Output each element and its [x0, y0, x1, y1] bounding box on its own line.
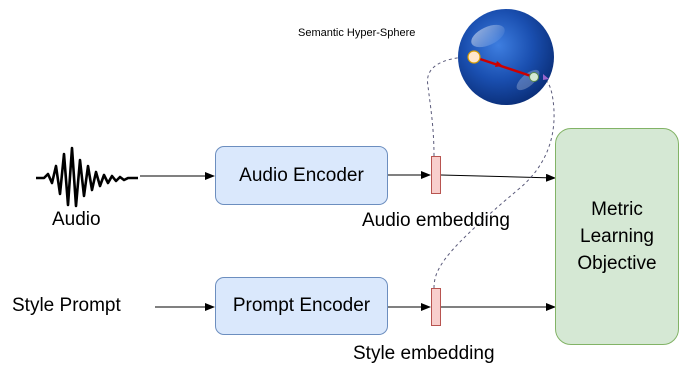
style-embedding-bar	[431, 288, 441, 326]
dashed-link-style-embedding	[433, 77, 555, 289]
audio-point-marker	[467, 50, 481, 64]
audio-waveform-icon	[36, 146, 138, 208]
style-point-marker	[529, 72, 539, 82]
dashed-link-audio-embedding	[427, 56, 469, 157]
audio-embedding-bar	[431, 156, 441, 194]
prompt-encoder-box: Prompt Encoder	[215, 277, 388, 335]
audio-embedding-label: Audio embedding	[362, 210, 510, 231]
metric-learning-objective-box: Metric Learning Objective	[555, 128, 679, 345]
objective-line-2: Learning	[580, 226, 654, 247]
style-prompt-label: Style Prompt	[12, 295, 121, 316]
style-embedding-label: Style embedding	[353, 343, 495, 364]
arrow-audio-embedding-to-objective	[440, 173, 556, 182]
objective-line-3: Objective	[577, 253, 657, 274]
sphere-label: Semantic Hyper-Sphere	[298, 27, 416, 39]
semantic-hypersphere	[458, 9, 554, 105]
audio-input-label: Audio	[52, 209, 101, 230]
objective-line-1: Metric	[591, 199, 643, 220]
audio-encoder-box: Audio Encoder	[215, 146, 388, 205]
